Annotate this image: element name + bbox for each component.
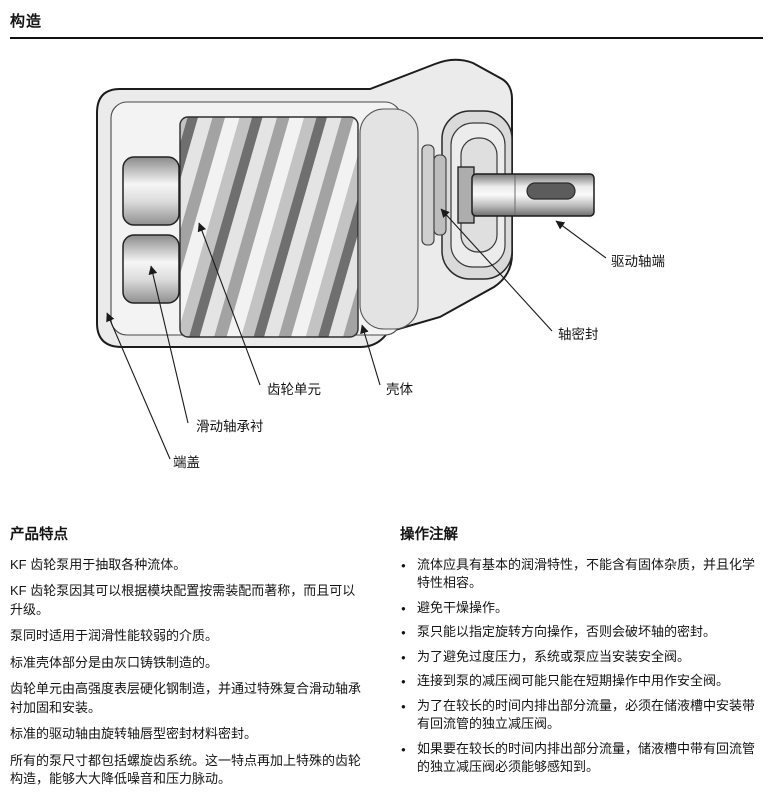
callout-label-drive-shaft-end: 驱动轴端: [611, 254, 665, 269]
callout-housing: 壳体: [360, 324, 413, 397]
notes-section: 操作注解 流体应具有基本的润滑特性，不能含有固体杂质，并且化学特性相容。 避免干…: [400, 523, 763, 797]
callout-label-end-cover: 端盖: [173, 455, 200, 470]
note-item: 流体应具有基本的润滑特性，不能含有固体杂质，并且化学特性相容。: [400, 556, 763, 593]
title-rule: [10, 37, 763, 39]
bearing-bush-lower: [122, 234, 180, 304]
feature-paragraph: KF 齿轮泵用于抽取各种流体。: [10, 557, 187, 572]
page-title: 构造: [10, 13, 43, 30]
notes-title: 操作注解: [400, 527, 458, 543]
content-columns: 产品特点 KF 齿轮泵用于抽取各种流体。 KF 齿轮泵因其可以根据模块配置按需装…: [10, 523, 763, 797]
note-item: 避免干燥操作。: [400, 599, 763, 617]
features-title: 产品特点: [10, 527, 68, 543]
callout-end-cover: 端盖: [106, 312, 200, 470]
callout-label-bearing-liner: 滑动轴承衬: [196, 419, 264, 434]
callout-shaft-seal: 轴密封: [440, 208, 599, 342]
note-item: 连接到泵的减压阀可能只能在短期操作中用作安全阀。: [400, 672, 763, 690]
feature-paragraph: 标准壳体部分是由灰口铸铁制造的。: [10, 654, 219, 670]
features-section: 产品特点 KF 齿轮泵用于抽取各种流体。 KF 齿轮泵因其可以根据模块配置按需装…: [10, 523, 362, 797]
gear-unit: [179, 116, 359, 338]
feature-paragraph: 泵同时适用于润滑性能较弱的介质。: [10, 628, 219, 644]
note-item: 如果要在较长的时间内排出部分流量，储液槽中带有回流管的独立减压阀必须能够感知到。: [400, 740, 763, 777]
pump-cross-section-diagram: 驱动轴端 轴密封 壳体 齿轮单元 滑动轴承衬 端盖: [96, 58, 665, 470]
bore-rings: [359, 108, 419, 330]
shaft-seal-stack: [421, 144, 447, 246]
callout-label-shaft-seal: 轴密封: [558, 326, 599, 342]
callout-drive-shaft-end: 驱动轴端: [555, 220, 665, 269]
note-item: 泵只能以指定旋转方向操作，否则会破坏轴的密封。: [400, 623, 763, 641]
feature-paragraph: 所有的泵尺寸都包括螺旋齿系统。这一特点再加上特殊的齿轮构造，能够大大降低噪音和压…: [10, 752, 362, 787]
notes-list: 流体应具有基本的润滑特性，不能含有固体杂质，并且化学特性相容。 避免干燥操作。 …: [400, 556, 763, 777]
callout-label-gear-unit: 齿轮单元: [267, 382, 321, 397]
keyway-slot: [526, 182, 576, 200]
feature-paragraph: KF 齿轮泵因其可以根据模块配置按需装配而著称，而且可以升级。: [10, 583, 356, 617]
feature-paragraph: 标准的驱动轴由旋转轴唇型密封材料密封。: [10, 726, 258, 742]
note-item: 为了避免过度压力，系统或泵应当安装安全阀。: [400, 648, 763, 666]
bearing-bush-upper: [122, 156, 180, 226]
callout-label-housing: 壳体: [386, 382, 413, 397]
drive-shaft: [457, 166, 595, 224]
callout-bearing-liner: 滑动轴承衬: [148, 265, 264, 434]
note-item: 为了在较长的时间内排出部分流量，必须在储液槽中安装带有回流管的独立减压阀。: [400, 697, 763, 734]
feature-paragraph: 齿轮单元由高强度表层硬化钢制造，并通过特殊复合滑动轴承衬加固和安装。: [10, 681, 362, 715]
callouts: 驱动轴端 轴密封 壳体 齿轮单元 滑动轴承衬 端盖: [106, 208, 665, 470]
callout-gear-unit: 齿轮单元: [197, 222, 321, 397]
